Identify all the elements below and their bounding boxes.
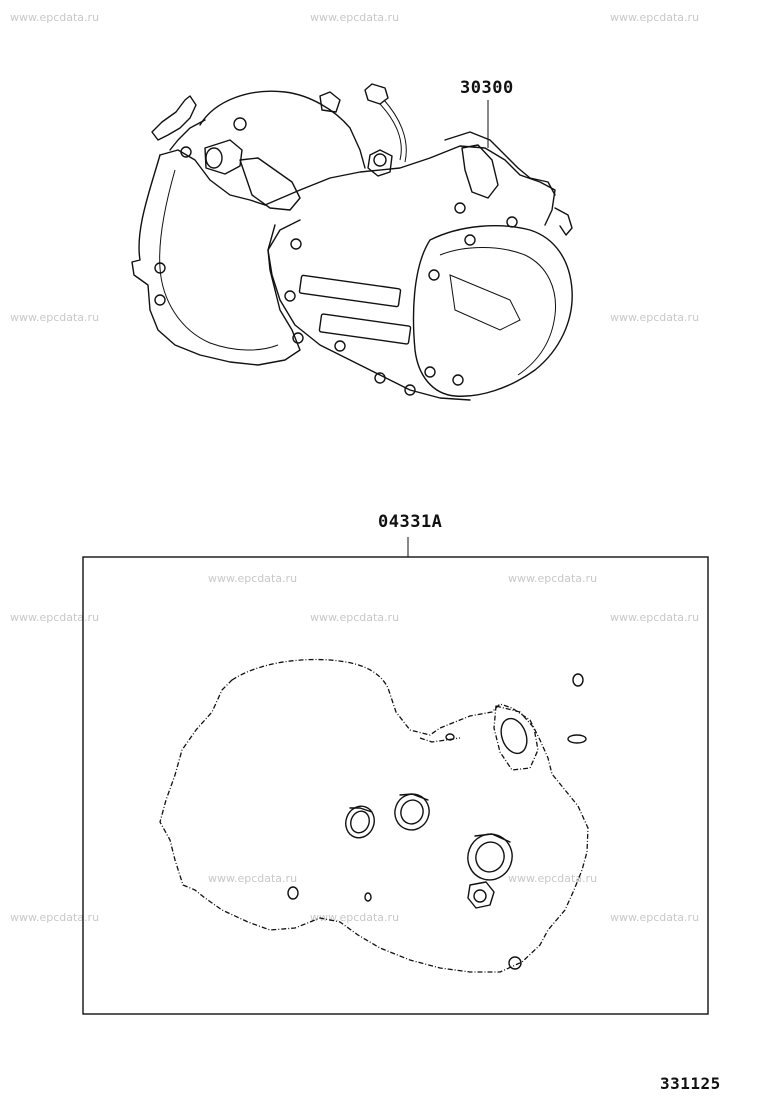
- watermark: www.epcdata.ru: [310, 611, 400, 624]
- gasket-kit-frame: [82, 556, 709, 1015]
- watermark: www.epcdata.ru: [10, 911, 100, 924]
- watermark: www.epcdata.ru: [610, 311, 700, 324]
- watermark: www.epcdata.ru: [10, 311, 100, 324]
- transaxle-assembly-drawing: [131, 83, 573, 401]
- watermark: www.epcdata.ru: [10, 11, 100, 24]
- watermark: www.epcdata.ru: [610, 11, 700, 24]
- watermark: www.epcdata.ru: [10, 611, 100, 624]
- watermark: www.epcdata.ru: [610, 911, 700, 924]
- watermark: www.epcdata.ru: [508, 572, 598, 585]
- gasket-kit-drawing: [159, 658, 589, 973]
- watermark: www.epcdata.ru: [208, 572, 298, 585]
- watermark: www.epcdata.ru: [508, 872, 598, 885]
- watermark: www.epcdata.ru: [310, 11, 400, 24]
- part-number-04331a[interactable]: 04331A: [378, 512, 443, 532]
- watermark: www.epcdata.ru: [208, 872, 298, 885]
- figure-number: 331125: [660, 1074, 721, 1093]
- part-number-30300[interactable]: 30300: [460, 78, 514, 98]
- watermark: www.epcdata.ru: [610, 611, 700, 624]
